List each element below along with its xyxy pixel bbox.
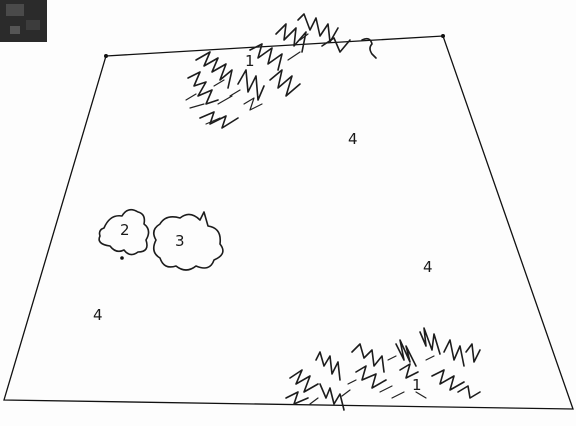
shrub-cluster-top: [186, 14, 376, 128]
region-label-4-center: 4: [348, 130, 358, 148]
patch-marker-dot: [120, 256, 124, 260]
corner-marker: [104, 54, 108, 58]
corner-photo-fragment: [0, 0, 47, 42]
region-label-4-left: 4: [93, 306, 103, 324]
region-label-2: 2: [120, 221, 130, 239]
region-label-1-bottom: 1: [412, 376, 422, 394]
corner-marker: [441, 34, 445, 38]
shrub-cluster-bottom: [286, 328, 480, 410]
region-label-3: 3: [175, 232, 185, 250]
plot-outline: [4, 36, 573, 409]
region-label-1-top: 1: [245, 52, 255, 70]
patch-outline-3: [154, 212, 223, 270]
region-label-4-right: 4: [423, 258, 433, 276]
